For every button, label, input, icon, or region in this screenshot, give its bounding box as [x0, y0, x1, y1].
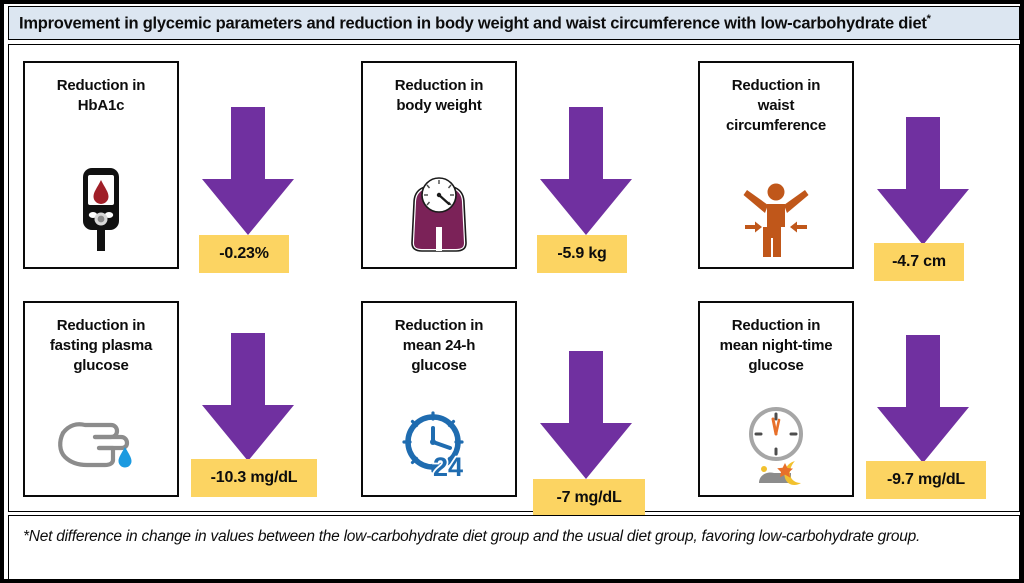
- footnote-text: *Net difference in change in values betw…: [23, 528, 921, 545]
- panel-label-line: Reduction in: [56, 317, 146, 334]
- down-arrow-hba1c-wrap: [199, 107, 297, 235]
- down-arrow-icon: [202, 107, 294, 235]
- down-arrow-night-wrap: [874, 335, 972, 463]
- panel-label-line: Reduction in: [731, 317, 821, 334]
- value-text: -0.23%: [219, 245, 269, 262]
- finger-prick-icon: [25, 409, 177, 479]
- down-arrow-waist-wrap: [874, 117, 972, 245]
- panel-label-waist: Reduction in waist circumference: [720, 76, 832, 135]
- panel-label-body-weight: Reduction in body weight: [389, 76, 489, 116]
- panel-label-24h: Reduction in mean 24-h glucose: [389, 316, 489, 375]
- panel-label-night: Reduction in mean night-time glucose: [714, 316, 839, 375]
- value-badge-24h: -7 mg/dL: [533, 479, 645, 517]
- metric-cell-hba1c: Reduction in HbA1c: [23, 61, 323, 273]
- metric-cell-night: Reduction in mean night-time glucose: [698, 301, 998, 501]
- panel-label-line: waist: [757, 96, 795, 114]
- metric-cell-fpg: Reduction in fasting plasma glucose: [23, 301, 323, 501]
- waist-person-icon: [700, 181, 852, 259]
- panel-label-line: glucose: [411, 356, 467, 374]
- value-badge-fpg: -10.3 mg/dL: [191, 459, 317, 497]
- value-text: -9.7 mg/dL: [886, 471, 965, 488]
- panel-label-fpg: Reduction in fasting plasma glucose: [44, 316, 158, 375]
- panel-label-line: mean 24-h: [402, 336, 476, 354]
- panel-label-hba1c: Reduction in HbA1c: [51, 76, 151, 116]
- svg-text:24: 24: [433, 452, 463, 481]
- metric-panel-body-weight: Reduction in body weight: [361, 61, 517, 269]
- night-clock-icon: [700, 403, 852, 489]
- down-arrow-icon: [202, 333, 294, 461]
- panel-label-line: glucose: [73, 356, 129, 374]
- down-arrow-icon: [877, 335, 969, 463]
- metric-panel-fpg: Reduction in fasting plasma glucose: [23, 301, 179, 497]
- metric-cell-24h: Reduction in mean 24-h glucose: [361, 301, 661, 517]
- footnote-area: *Net difference in change in values betw…: [8, 515, 1020, 579]
- panels-area: Reduction in HbA1c: [8, 44, 1020, 517]
- metric-cell-body-weight: Reduction in body weight: [361, 61, 661, 273]
- down-arrow-icon: [540, 351, 632, 479]
- panel-label-line: fasting plasma: [49, 336, 153, 354]
- page-title-footnote-marker: *: [926, 12, 931, 25]
- value-text: -5.9 kg: [557, 245, 607, 262]
- panel-label-line: HbA1c: [77, 96, 125, 114]
- value-badge-night: -9.7 mg/dL: [866, 461, 986, 499]
- panel-label-line: glucose: [748, 356, 804, 374]
- value-badge-waist: -4.7 cm: [874, 243, 964, 281]
- down-arrow-body-weight-wrap: [537, 107, 635, 235]
- metric-panel-24h: Reduction in mean 24-h glucose: [361, 301, 517, 497]
- down-arrow-24h-wrap: [537, 351, 635, 479]
- panel-label-line: Reduction in: [56, 77, 146, 94]
- panel-label-line: body weight: [396, 96, 482, 114]
- page-title-text: Improvement in glycemic parameters and r…: [19, 14, 927, 33]
- down-arrow-icon: [540, 107, 632, 235]
- value-text: -10.3 mg/dL: [210, 469, 298, 486]
- value-badge-hba1c: -0.23%: [199, 235, 289, 273]
- glucose-meter-icon: [25, 163, 177, 255]
- panel-label-line: circumference: [726, 116, 826, 134]
- panel-label-line: Reduction in: [394, 77, 484, 94]
- metric-cell-waist: Reduction in waist circumference: [698, 61, 998, 281]
- down-arrow-icon: [877, 117, 969, 245]
- panel-label-line: Reduction in: [731, 77, 821, 94]
- metric-panel-waist: Reduction in waist circumference: [698, 61, 854, 269]
- value-text: -7 mg/dL: [556, 489, 622, 506]
- value-text: -4.7 cm: [892, 253, 946, 270]
- clock-24h-icon: 24: [363, 407, 515, 481]
- panel-label-line: mean night-time: [719, 336, 833, 354]
- bathroom-scale-icon: [363, 163, 515, 255]
- down-arrow-fpg-wrap: [199, 333, 297, 461]
- metric-panel-night: Reduction in mean night-time glucose: [698, 301, 854, 497]
- poster-title-bar: Improvement in glycemic parameters and r…: [8, 6, 1020, 40]
- metric-panel-hba1c: Reduction in HbA1c: [23, 61, 179, 269]
- page-title: Improvement in glycemic parameters and r…: [19, 13, 931, 34]
- value-badge-body-weight: -5.9 kg: [537, 235, 627, 273]
- panel-label-line: Reduction in: [394, 317, 484, 334]
